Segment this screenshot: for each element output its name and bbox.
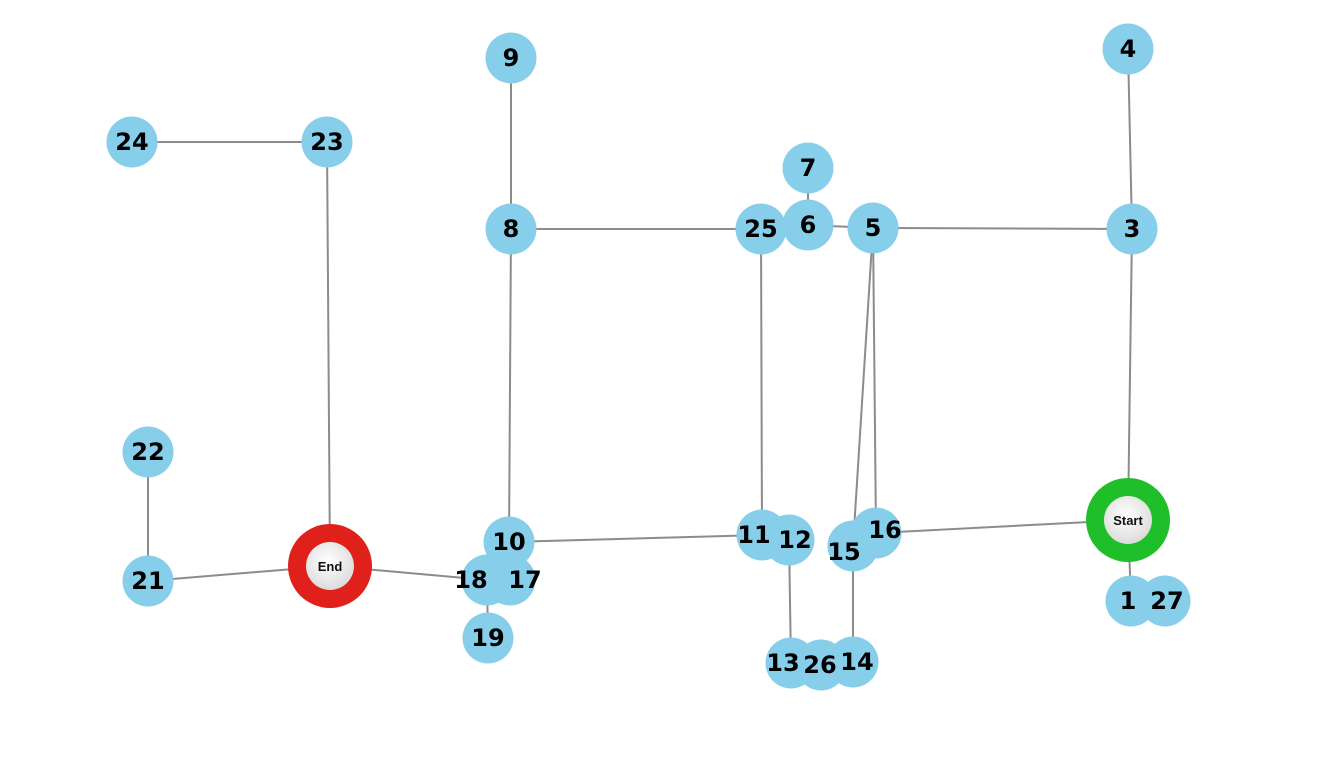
node-label: 12: [778, 526, 811, 554]
node-label: 17: [508, 566, 541, 594]
node-label: 4: [1120, 35, 1137, 63]
edges-layer: [132, 48, 1133, 664]
end-label: End: [318, 559, 343, 574]
node-label: 15: [827, 538, 860, 566]
edge-16-Start: [875, 519, 1129, 534]
edge-23-End: [326, 141, 331, 567]
node-3[interactable]: [1106, 203, 1158, 255]
start-inner-circle: [1104, 496, 1152, 544]
edge-25-11: [760, 228, 763, 536]
node-label: 27: [1150, 587, 1183, 615]
node-label: 25: [744, 215, 777, 243]
node-label: 5: [865, 214, 882, 242]
node-label: 24: [115, 128, 148, 156]
edge-5-15: [852, 227, 874, 547]
node-19[interactable]: [462, 612, 514, 664]
node-12[interactable]: [763, 514, 815, 566]
node-5[interactable]: [847, 202, 899, 254]
node-10[interactable]: [483, 516, 535, 568]
node-label: 11: [737, 521, 770, 549]
node-25[interactable]: [735, 203, 787, 255]
node-label: 3: [1124, 215, 1141, 243]
edge-5-3: [872, 227, 1133, 230]
node-label: 19: [471, 624, 504, 652]
edge-8-10: [508, 228, 512, 543]
edge-3-Start: [1127, 228, 1133, 521]
node-circles-layer: [106, 23, 1191, 691]
node-label: 16: [868, 516, 901, 544]
node-label: 6: [800, 211, 817, 239]
edge-10-11: [508, 534, 763, 543]
node-22[interactable]: [122, 426, 174, 478]
node-label: 8: [503, 215, 520, 243]
node-label: 10: [492, 528, 525, 556]
node-label: 9: [503, 44, 520, 72]
node-17[interactable]: [484, 554, 536, 606]
node-14[interactable]: [827, 636, 879, 688]
node-4[interactable]: [1102, 23, 1154, 75]
node-24[interactable]: [106, 116, 158, 168]
node-label: 23: [310, 128, 343, 156]
node-label: 21: [131, 567, 164, 595]
node-label: 7: [800, 154, 817, 182]
node-label: 26: [803, 651, 836, 679]
node-27[interactable]: [1139, 575, 1191, 627]
start-node[interactable]: [1086, 478, 1170, 562]
node-label: 13: [766, 649, 799, 677]
node-label: 1: [1120, 587, 1137, 615]
edge-4-3: [1127, 48, 1133, 230]
node-21[interactable]: [122, 555, 174, 607]
node-8[interactable]: [485, 203, 537, 255]
end-inner-circle: [306, 542, 354, 590]
start-label: Start: [1113, 513, 1143, 528]
node-6[interactable]: [782, 199, 834, 251]
edge-5-16: [872, 227, 877, 534]
node-23[interactable]: [301, 116, 353, 168]
node-label: 18: [454, 566, 487, 594]
node-7[interactable]: [782, 142, 834, 194]
node-label: 14: [840, 648, 873, 676]
end-node[interactable]: [288, 524, 372, 608]
node-9[interactable]: [485, 32, 537, 84]
node-15[interactable]: [827, 520, 879, 572]
node-label: 22: [131, 438, 164, 466]
